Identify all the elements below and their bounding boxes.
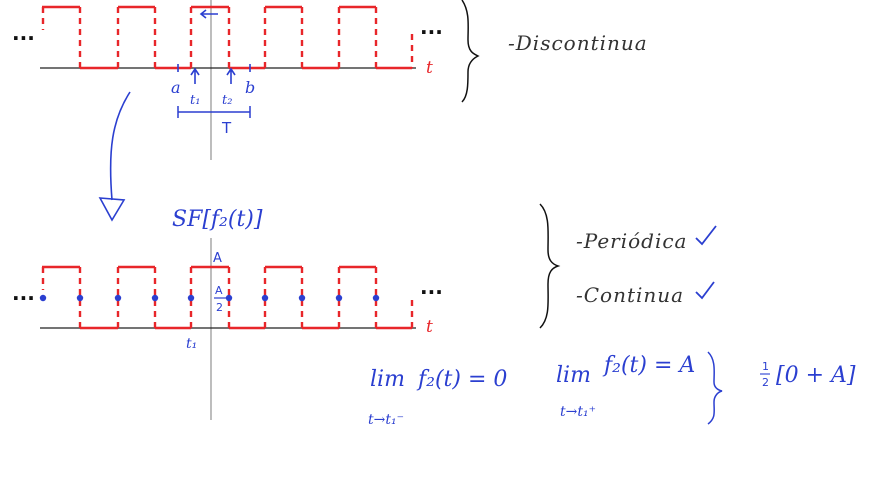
- half-amplitude-label: A 2: [214, 284, 226, 314]
- transition-arrow: [98, 91, 131, 222]
- average-expression: 1 2 [0 + A]: [760, 360, 856, 389]
- label-t2: t₂: [222, 93, 232, 108]
- left-limit-expression: f₂(t) = 0: [416, 367, 507, 392]
- bottom-square-wave: [42, 265, 412, 330]
- top-axis-label-t: t: [426, 58, 433, 78]
- limits-section: lim f₂(t) = 0 t→t₁⁻ lim f₂(t) = A t→t₁⁺ …: [368, 351, 856, 428]
- check-icon-continua: [695, 281, 715, 300]
- bottom-axis-label-t: t: [426, 317, 433, 337]
- label-b: b: [245, 78, 255, 97]
- note-periodica: -Periódica: [576, 229, 687, 253]
- midpoint-dots: [39, 294, 380, 302]
- half-amplitude-num: A: [215, 284, 223, 297]
- top-square-wave: [42, 5, 412, 70]
- top-ellipsis-right: ...: [420, 15, 443, 39]
- average-bracket-expression: [0 + A]: [776, 363, 856, 388]
- left-limit-lim: lim: [370, 367, 405, 392]
- left-limit-subscript: t→t₁⁻: [368, 412, 404, 428]
- bottom-right-brace: [539, 203, 561, 329]
- top-signal: ... ... t a t₁ t₂ b T -Discontinua: [12, 0, 648, 160]
- top-discontinuity-jumps: [41, 7, 414, 68]
- left-arrow-icon: [199, 9, 218, 19]
- fourier-series-label: SF[f₂(t)]: [172, 207, 263, 232]
- right-limit-expression: f₂(t) = A: [602, 353, 695, 378]
- label-t1: t₁: [190, 93, 200, 108]
- label-period-T: T: [221, 119, 232, 137]
- top-markers: [177, 64, 251, 84]
- label-amplitude-A: A: [213, 251, 222, 266]
- label-a: a: [171, 78, 181, 97]
- right-limit-lim: lim: [556, 363, 591, 388]
- check-icon-periodica: [695, 225, 717, 246]
- bottom-ellipsis-left: ...: [12, 281, 35, 305]
- bottom-label-t1: t₁: [186, 336, 197, 352]
- average-frac-den: 2: [762, 376, 769, 389]
- bottom-signal: ... ... t A A 2 t₁ -Periódica -Continua: [12, 203, 717, 420]
- limits-right-brace: [707, 351, 723, 425]
- period-bracket: [177, 106, 251, 118]
- note-continua: -Continua: [576, 283, 684, 307]
- average-frac-num: 1: [762, 360, 769, 373]
- right-limit-subscript: t→t₁⁺: [560, 404, 596, 420]
- bottom-ellipsis-right: ...: [420, 275, 443, 299]
- top-right-brace: [461, 0, 480, 103]
- top-ellipsis-left: ...: [12, 21, 35, 45]
- note-discontinua: -Discontinua: [508, 31, 648, 55]
- bottom-jump-lines: [41, 267, 414, 328]
- half-amplitude-den: 2: [216, 301, 223, 314]
